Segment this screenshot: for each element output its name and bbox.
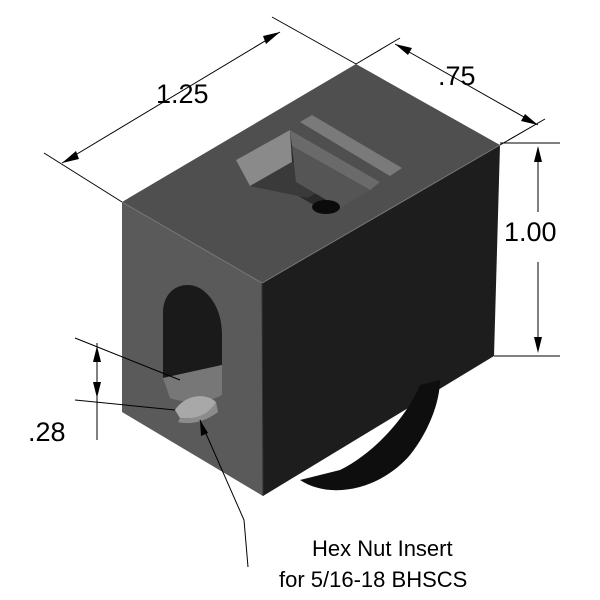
- right-face: [262, 145, 500, 496]
- dim-height: [494, 142, 560, 357]
- callout-leader: [199, 419, 249, 568]
- top-pocket: [236, 115, 402, 214]
- block-body: [121, 64, 501, 497]
- side-slot: [163, 285, 222, 424]
- callout-line1: Hex Nut Insert: [312, 536, 453, 561]
- top-hole: [312, 200, 340, 214]
- height-label: 1.00: [504, 217, 557, 247]
- width-label: .75: [438, 61, 476, 91]
- bottom-bulge: [300, 380, 440, 491]
- dim-offset: [74, 337, 181, 440]
- dim-length: [43, 16, 357, 203]
- callout-line2: for 5/16-18 BHSCS: [279, 567, 467, 592]
- dim-width: [355, 37, 546, 146]
- length-label: 1.25: [156, 79, 209, 109]
- offset-label: .28: [28, 417, 66, 447]
